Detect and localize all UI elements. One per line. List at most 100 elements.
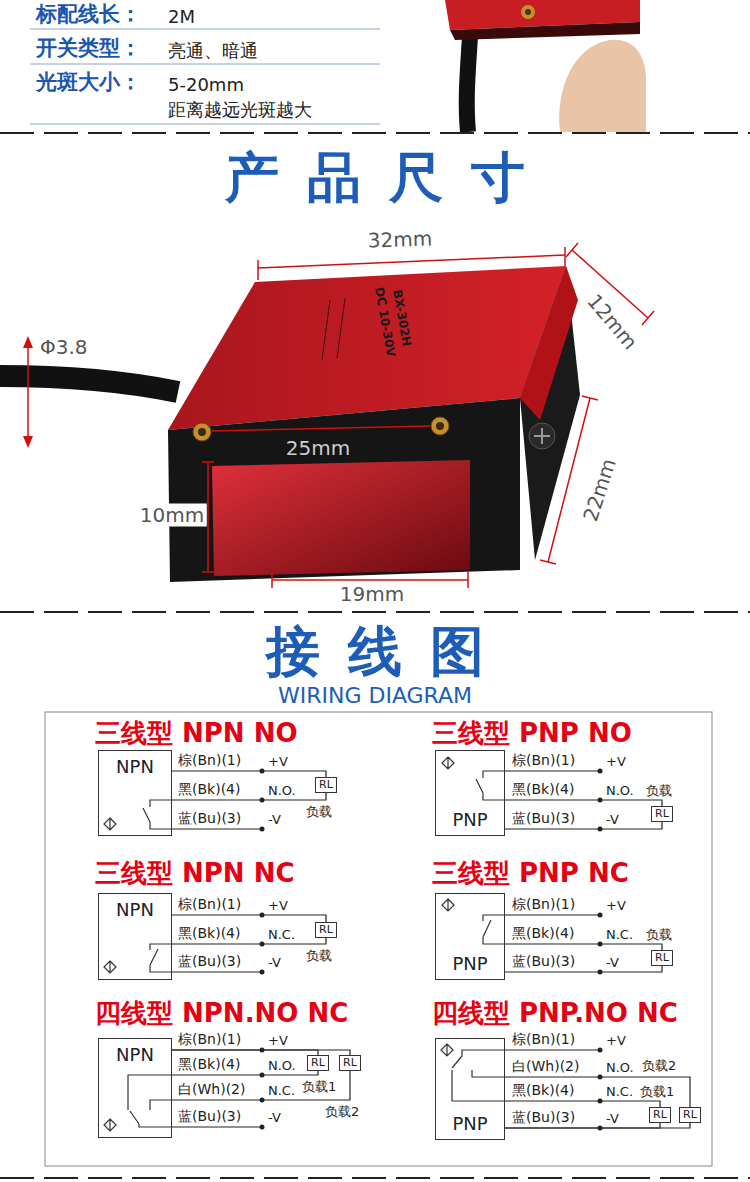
- wire-label: 黑(Bk)(4): [178, 781, 240, 797]
- wire-label: 黑(Bk)(4): [512, 925, 574, 941]
- dimension-line: [642, 311, 654, 325]
- sensor-illustration: [322, 298, 345, 360]
- sensor-illustration: [198, 428, 206, 436]
- dimension-label: 32mm: [367, 227, 432, 252]
- dashed-divider: [0, 132, 750, 134]
- load-resistor-box: RL: [315, 777, 337, 793]
- dimension-line: [27, 344, 29, 440]
- sensor-illustration: [431, 417, 449, 435]
- dimension-label: 22mm: [579, 456, 621, 524]
- spec-value: 5-20mm: [168, 72, 244, 97]
- wiring-frame: [45, 712, 712, 1166]
- load-label: 负载: [646, 783, 672, 798]
- wire-label: 棕(Bn)(1): [512, 1031, 575, 1047]
- wire: [172, 828, 262, 829]
- spec-value: 距离越远光斑越大: [168, 97, 312, 122]
- spec-rule: [30, 29, 380, 30]
- product-photo-top: [450, 22, 640, 40]
- section-heading: 接线图: [238, 621, 512, 683]
- wire-label: 棕(Bn)(1): [178, 1031, 241, 1047]
- load-symbol: RL: [655, 951, 669, 964]
- load-label: 负载: [306, 804, 332, 819]
- dashed-divider: [0, 133, 750, 1178]
- wire-label: 蓝(Bu)(3): [178, 810, 241, 826]
- wire-connector: [505, 944, 662, 950]
- sensor-illustration: [193, 423, 211, 441]
- spec-rule: [30, 64, 380, 65]
- load-label: 负载: [646, 927, 672, 942]
- wire-label: 蓝(Bu)(3): [178, 1108, 241, 1124]
- terminal-label: -V: [606, 1111, 619, 1126]
- dimension-label: 25mm: [286, 437, 350, 460]
- dimension-line: [257, 260, 259, 280]
- spec-rule: [30, 29, 380, 124]
- wire-label: 蓝(Bu)(3): [512, 953, 575, 969]
- dimension-line: [540, 560, 556, 564]
- photo-symbol: [441, 1044, 453, 1056]
- terminal-label: N.C.: [268, 927, 295, 942]
- sensor-illustration: [520, 266, 578, 420]
- sensor-type: PNP: [452, 953, 487, 975]
- wire-connector: [505, 1101, 660, 1107]
- wire-label: 蓝(Bu)(3): [512, 810, 575, 826]
- load-resistor-box: RL: [679, 1107, 701, 1123]
- dimension-line: [202, 571, 214, 573]
- load-resistor-box: RL: [651, 950, 673, 966]
- terminal-label: N.C.: [606, 927, 633, 942]
- dimension-line: [212, 426, 430, 431]
- terminal-label: N.O.: [606, 1060, 634, 1075]
- spec-key: 开关类型：: [36, 36, 141, 61]
- dimension-line: [582, 396, 598, 400]
- load-resistor-box: RL: [307, 1055, 329, 1071]
- wire-connector: [172, 915, 326, 922]
- switch-symbol: [452, 1050, 505, 1101]
- dimension-line: [207, 462, 209, 572]
- sensor-illustration: [212, 460, 470, 576]
- product-photo-top: [445, 0, 646, 132]
- terminal-label: -V: [268, 955, 281, 970]
- product-photo-top: [467, 36, 470, 132]
- dimension-line: [202, 461, 214, 463]
- terminal-dot: [598, 1048, 603, 1053]
- panel-title: 四线型 PNP.NO NC: [432, 998, 678, 1028]
- wire-connector: [505, 800, 662, 806]
- dashed-divider: [0, 611, 750, 613]
- terminal-dot: [260, 1125, 265, 1130]
- sensor-illustration: [0, 376, 178, 392]
- wire-label: 白(Wh)(2): [512, 1058, 579, 1074]
- dimension-label: 19mm: [340, 583, 404, 606]
- terminal-label: +V: [606, 1033, 626, 1048]
- load-label: 负载2: [325, 1104, 359, 1119]
- load-resistor-box: RL: [339, 1055, 361, 1071]
- terminal-label: N.O.: [268, 783, 296, 798]
- sensor-box: NPN: [98, 1038, 172, 1138]
- terminal-dot: [260, 827, 265, 832]
- dimension-line: [23, 436, 33, 448]
- load-label: 负载1: [302, 1079, 336, 1094]
- terminal-label: N.C.: [268, 1083, 295, 1098]
- sensor-type: NPN: [116, 899, 154, 921]
- switch-symbol: [483, 915, 505, 944]
- sensor-illustration: [529, 423, 555, 449]
- dimension-line: [258, 255, 565, 268]
- photo-symbol: [104, 1119, 116, 1131]
- wire-label: 蓝(Bu)(3): [512, 1109, 575, 1125]
- product-photo-top: [521, 5, 535, 19]
- product-photo-top: [559, 40, 646, 132]
- wire-label: 黑(Bk)(4): [178, 925, 240, 941]
- switch-symbol: [143, 800, 172, 829]
- terminal-dot: [598, 769, 603, 774]
- terminal-label: -V: [268, 1110, 281, 1125]
- photo-symbol: [104, 818, 116, 830]
- sensor-box: PNP: [435, 1038, 505, 1140]
- wire-label: 黑(Bk)(4): [178, 1056, 240, 1072]
- panel-title: 三线型 PNP NC: [432, 858, 629, 888]
- wire: [505, 914, 600, 915]
- terminal-label: -V: [606, 812, 619, 827]
- load-resistor-box: RL: [649, 1107, 671, 1123]
- wire-label: 黑(Bk)(4): [512, 781, 574, 797]
- terminal-label: -V: [268, 812, 281, 827]
- wire: [505, 770, 600, 771]
- wire: [505, 1049, 600, 1050]
